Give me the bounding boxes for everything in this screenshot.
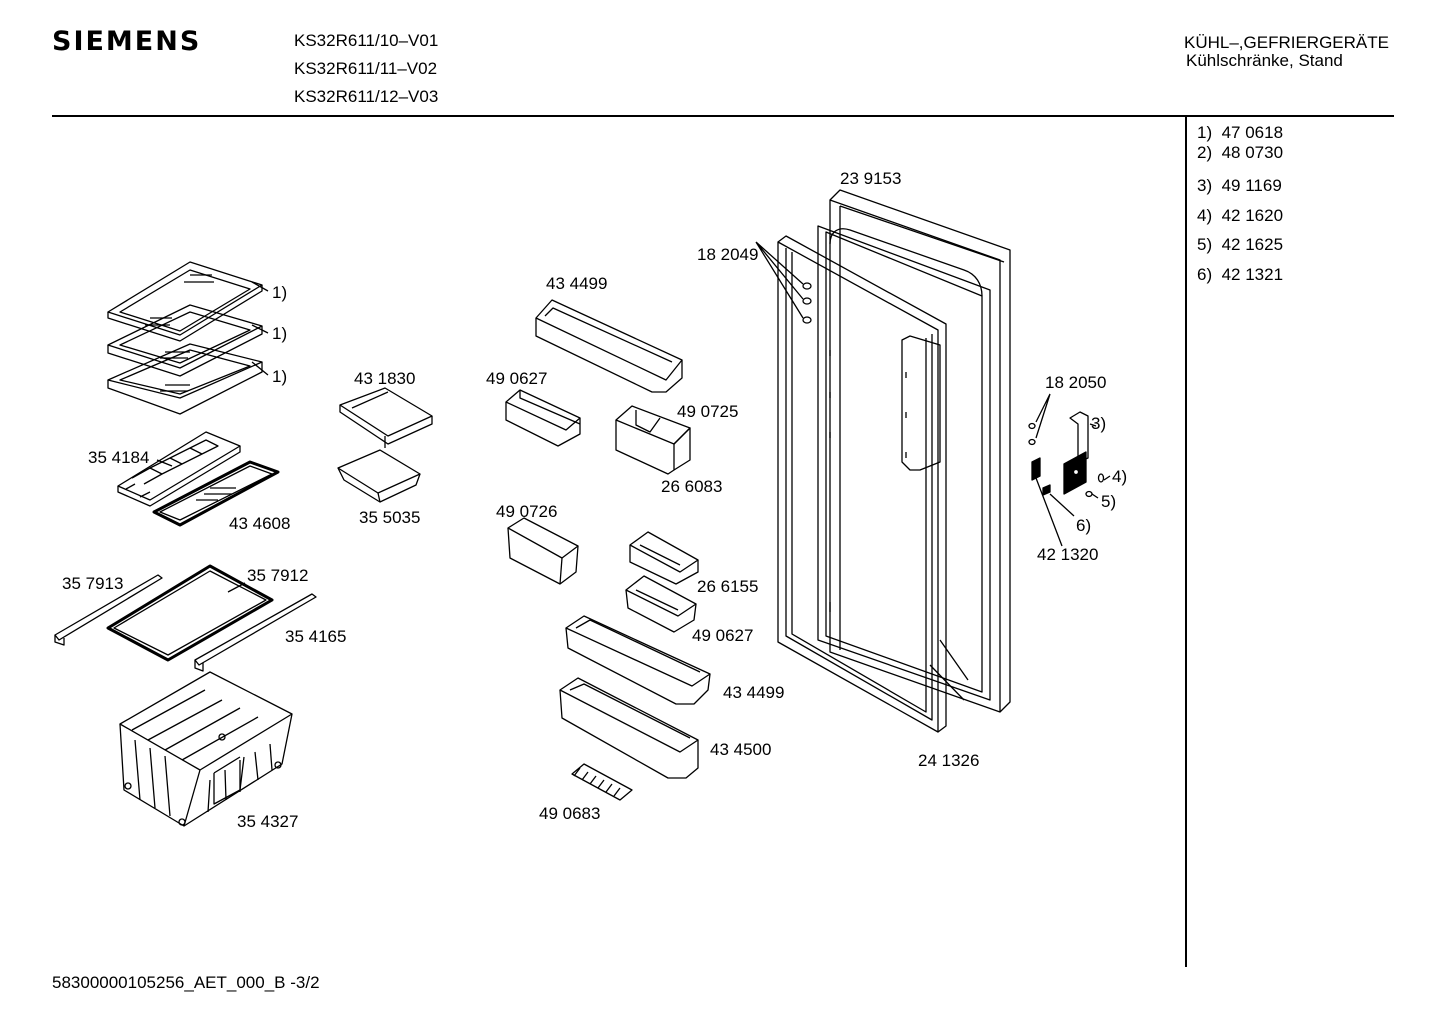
screw-set: [1028, 393, 1105, 498]
model-list: KS32R611/10–V01 KS32R611/11–V02 KS32R611…: [294, 27, 438, 111]
part-label: 43 4500: [710, 740, 772, 759]
part-label: 49 0725: [677, 402, 739, 421]
glass-shelf: [107, 261, 263, 342]
leader-line: [227, 582, 246, 593]
small-shelf: [339, 387, 433, 448]
part-label: 4): [1112, 467, 1128, 486]
document-footer: 58300000105256_AET_000_B -3/2: [52, 973, 320, 993]
model-number: KS32R611/12–V03: [294, 87, 439, 106]
hinge-part: [1031, 457, 1051, 496]
part-label: 49 0683: [539, 804, 601, 823]
model-number: KS32R611/11–V02: [294, 59, 438, 78]
exploded-view-drawing: [54, 189, 1111, 827]
part-label: 18 2050: [1045, 373, 1107, 392]
part-label: 24 1326: [918, 751, 980, 770]
part-label: 35 4327: [237, 812, 299, 831]
part-label: 35 4184: [88, 448, 150, 467]
guide-rail: [54, 574, 163, 646]
part-label: 49 0627: [486, 369, 548, 388]
legend-row: 4) 42 1620: [1197, 205, 1284, 225]
hinge-bracket: [1063, 411, 1089, 495]
part-label: 43 4499: [723, 683, 785, 702]
crisper-cover: [106, 564, 274, 662]
part-label: 18 2049: [697, 245, 759, 264]
part-label: 6): [1076, 516, 1092, 535]
part-label: 35 7912: [247, 566, 309, 585]
bottle-rack: [559, 677, 699, 779]
part-label: 35 5035: [359, 508, 421, 527]
category-title: KÜHL–,GEFRIERGERÄTE: [1184, 33, 1389, 52]
door-rack: [565, 615, 711, 705]
crisper-drawer: [119, 671, 293, 827]
door-box: [629, 531, 699, 585]
part-label: 26 6155: [697, 577, 759, 596]
part-label: 43 4608: [229, 514, 291, 533]
brand-logo: SIEMENS: [52, 26, 202, 57]
part-label: 43 4499: [546, 274, 608, 293]
header-divider: [52, 115, 1394, 117]
legend-divider: [1185, 117, 1187, 967]
legend-row: 1) 47 0618: [1197, 123, 1284, 142]
page-number: -3/2: [290, 973, 320, 992]
part-label: 35 4165: [285, 627, 347, 646]
parts-legend: 1) 47 0618 2) 48 0730 3) 49 1169 4) 42 1…: [1197, 123, 1283, 289]
document-id: 58300000105256_AET_000_B: [52, 973, 286, 992]
door-box: [507, 517, 579, 585]
glass-shelf: [107, 343, 263, 415]
legend-row: 2) 48 0730: [1197, 143, 1284, 162]
model-number: KS32R611/10–V01: [294, 31, 439, 50]
screw-set: [755, 241, 812, 324]
part-label: 5): [1101, 492, 1117, 511]
part-label: 43 1830: [354, 369, 416, 388]
legend-row: 5) 42 1625: [1197, 235, 1284, 254]
door-gasket: [777, 235, 947, 733]
subcategory-title: Kühlschränke, Stand: [1186, 51, 1343, 70]
part-label: 26 6083: [661, 477, 723, 496]
bottle-divider: [571, 763, 633, 801]
legend-row: 6) 42 1321: [1197, 264, 1284, 284]
guide-rail: [194, 593, 317, 672]
door-liner: [817, 189, 1011, 713]
part-label: 35 7913: [62, 574, 124, 593]
leader-line: [251, 281, 269, 376]
door-box: [625, 575, 697, 633]
leader-line: [156, 459, 173, 467]
part-label: 23 9153: [840, 169, 902, 188]
part-label: 1): [272, 367, 288, 386]
legend-row: 3) 49 1169: [1197, 176, 1282, 195]
part-label: 3): [1091, 414, 1107, 433]
door-rack: [535, 299, 683, 393]
part-label: 49 0627: [692, 626, 754, 645]
drawer-box: [337, 449, 421, 503]
part-label: 42 1320: [1037, 545, 1099, 564]
glass-plate: [152, 460, 280, 527]
leader-line: [1035, 423, 1111, 547]
part-label: 1): [272, 283, 288, 302]
drip-tray: [117, 431, 241, 507]
door-shelf-bracket: [615, 405, 691, 475]
part-label: 49 0726: [496, 502, 558, 521]
part-label: 1): [272, 324, 288, 343]
door-shelf-small: [505, 389, 581, 447]
